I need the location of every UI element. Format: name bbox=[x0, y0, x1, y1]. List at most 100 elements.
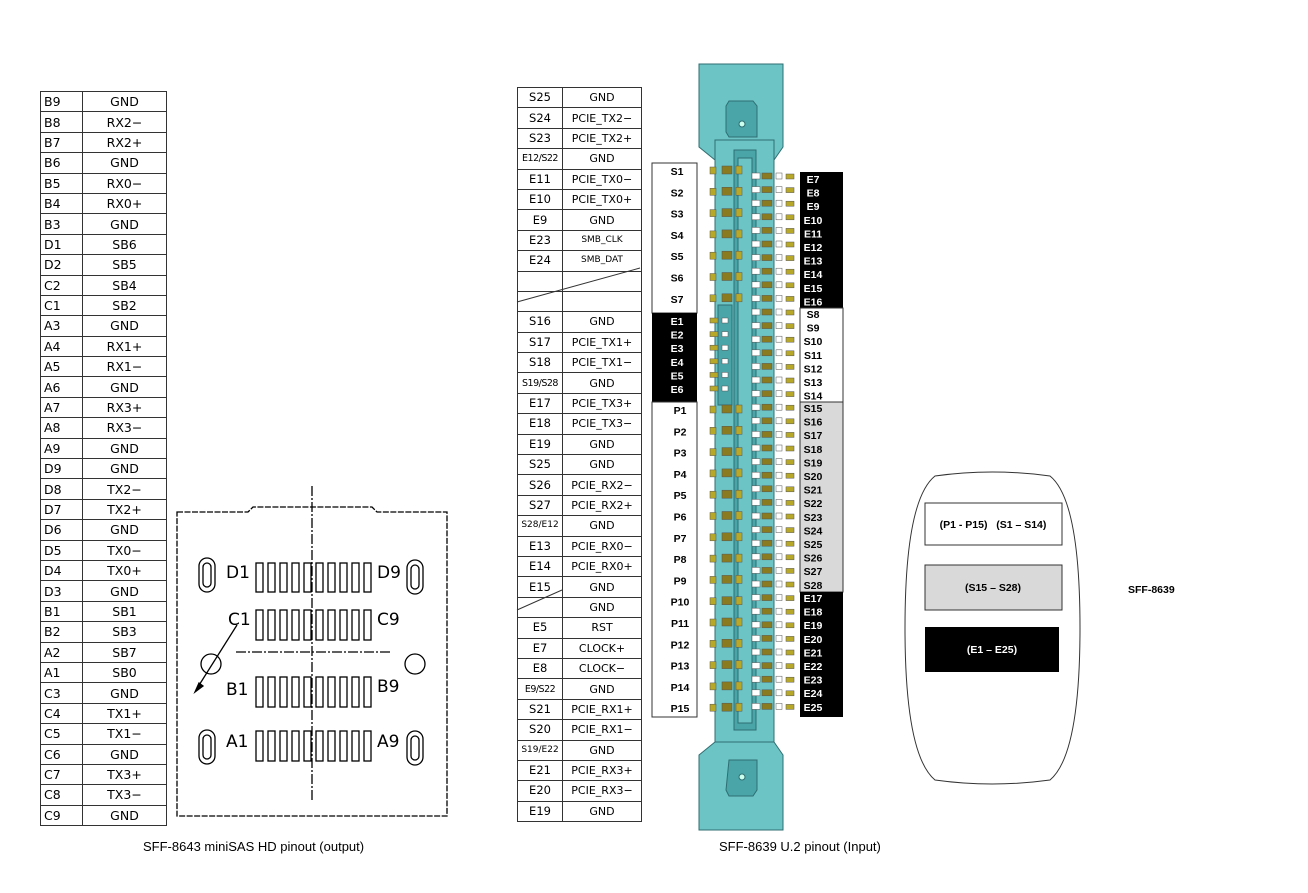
pin-contact bbox=[785, 350, 795, 357]
signal-cell: PCIE_TX2+ bbox=[562, 127, 642, 150]
signal-cell: PCIE_TX3+ bbox=[562, 392, 642, 415]
contact-slot bbox=[339, 730, 348, 762]
pin-contact bbox=[751, 635, 761, 642]
pin-contact bbox=[721, 511, 733, 520]
pin-contact bbox=[721, 404, 733, 414]
pin-contact bbox=[751, 703, 761, 710]
pin-contact bbox=[761, 213, 773, 221]
contact-slot bbox=[303, 676, 312, 708]
pin-label: S8 bbox=[807, 309, 820, 321]
pin-contact bbox=[775, 553, 783, 561]
pin-label: S6 bbox=[671, 273, 684, 285]
pin-contact bbox=[751, 363, 761, 370]
pin-contact bbox=[775, 580, 783, 588]
pin-contact bbox=[709, 372, 719, 378]
pin-label: E10 bbox=[804, 215, 823, 227]
pin-label: S9 bbox=[807, 323, 820, 335]
pin-contact bbox=[761, 403, 773, 411]
pin-contact bbox=[775, 227, 783, 234]
pin-label: S3 bbox=[671, 209, 684, 221]
pin-contact bbox=[775, 567, 783, 574]
pin-label: S19 bbox=[804, 457, 823, 469]
pin-contact bbox=[721, 447, 733, 456]
pin-contact bbox=[721, 468, 733, 478]
pin-contact bbox=[709, 273, 717, 281]
signal-cell: GND bbox=[82, 804, 167, 827]
pin-contact bbox=[785, 228, 795, 234]
pin-label: S7 bbox=[671, 294, 684, 306]
pin-contact bbox=[751, 607, 761, 615]
pin-cell: S23 bbox=[517, 127, 563, 150]
pin-contact bbox=[761, 512, 773, 520]
pin-contact bbox=[721, 660, 733, 669]
pin-contact bbox=[709, 344, 719, 351]
pin-contact bbox=[761, 267, 773, 275]
pin-contact bbox=[751, 499, 761, 506]
pin-label: E11 bbox=[804, 228, 822, 240]
left-s-box bbox=[651, 162, 698, 314]
pin-contact bbox=[709, 533, 717, 542]
pin-label: P13 bbox=[671, 661, 690, 673]
pin-contact bbox=[761, 580, 773, 588]
pin-contact bbox=[721, 596, 733, 605]
pin-contact bbox=[751, 567, 761, 574]
pin-contact bbox=[721, 331, 729, 337]
pin-contact bbox=[761, 254, 773, 261]
pin-contact bbox=[775, 594, 783, 601]
pin-contact bbox=[761, 227, 773, 234]
contact-slot bbox=[291, 609, 300, 641]
pin-contact bbox=[775, 621, 783, 629]
signal-cell: GND bbox=[562, 739, 642, 761]
pin-contact bbox=[785, 704, 795, 710]
pin-contact bbox=[761, 240, 773, 248]
pin-contact bbox=[761, 172, 773, 180]
pin-label: S2 bbox=[671, 187, 684, 199]
pin-label: S1 bbox=[671, 166, 684, 178]
pin-contact bbox=[775, 349, 783, 357]
pin-contact bbox=[751, 295, 761, 302]
pin-contact bbox=[751, 648, 761, 656]
pin-label: P10 bbox=[671, 597, 690, 609]
pin-label: S27 bbox=[804, 566, 823, 578]
minisas-row-labels: D1 D9 C1 C9 B1 B9 A1 A9 bbox=[226, 563, 401, 752]
pin-cell: C7 bbox=[40, 763, 83, 786]
pin-contact bbox=[761, 376, 773, 384]
pin-contact bbox=[735, 639, 743, 648]
contact-slot bbox=[327, 730, 336, 762]
pin-label: S28 bbox=[804, 580, 823, 592]
pin-contact bbox=[775, 512, 783, 520]
signal-cell: GND bbox=[82, 437, 167, 460]
pin-contact bbox=[709, 166, 717, 175]
pin-label: E13 bbox=[804, 256, 823, 268]
pin-contact bbox=[785, 418, 795, 425]
label-c1: C1 bbox=[228, 610, 251, 630]
signal-cell: PCIE_TX0− bbox=[562, 168, 642, 190]
pin-contact bbox=[775, 485, 783, 493]
pin-contact bbox=[709, 294, 717, 303]
pin-contact bbox=[735, 702, 743, 712]
signal-cell: PCIE_RX0+ bbox=[562, 555, 642, 578]
signal-cell: GND bbox=[562, 678, 642, 700]
contact-slot bbox=[315, 562, 324, 593]
signal-cell: SB3 bbox=[82, 621, 167, 643]
legend-p-s-box bbox=[924, 502, 1063, 546]
legend-s-box bbox=[924, 564, 1063, 611]
pin-contact bbox=[785, 663, 795, 669]
pin-contact bbox=[785, 649, 795, 656]
pin-contact bbox=[785, 214, 795, 221]
pin-label: S26 bbox=[804, 553, 823, 565]
pin-cell: E19 bbox=[517, 800, 563, 823]
pin-label: S17 bbox=[804, 430, 823, 442]
contact-slot bbox=[255, 609, 264, 641]
pin-cell: C3 bbox=[40, 682, 83, 704]
pin-cell: B7 bbox=[40, 131, 83, 154]
contact-slot bbox=[291, 676, 300, 708]
pin-contact bbox=[721, 344, 729, 351]
